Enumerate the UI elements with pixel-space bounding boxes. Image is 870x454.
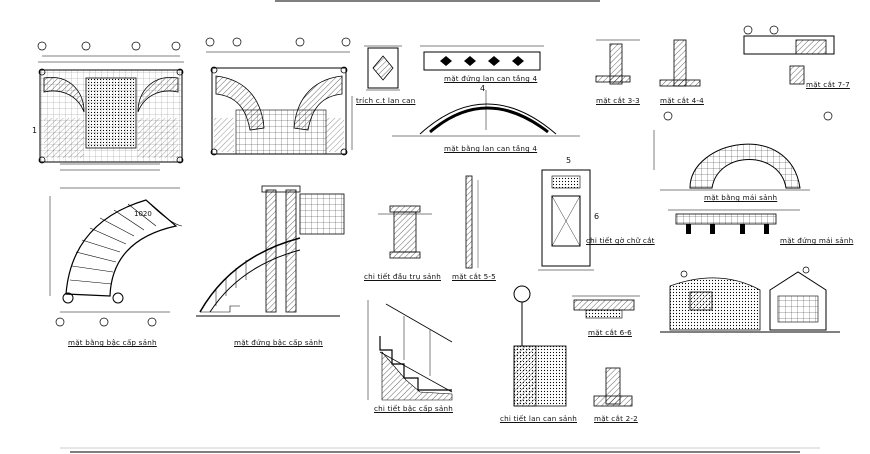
- section-cut-6-6: [572, 295, 640, 319]
- section-mark-4: 4: [480, 84, 486, 93]
- stair-plan: [49, 187, 183, 327]
- building-elevation: [660, 266, 840, 333]
- glass-frame-detail: [538, 169, 594, 271]
- railing-front-elevation: [420, 45, 544, 71]
- section-mark-6: 6: [594, 212, 600, 221]
- title-cut-5-5: mặt cắt 5-5: [452, 272, 496, 281]
- lobby-canopy-front: [668, 209, 800, 234]
- title-cut-6-6: mặt cắt 6-6: [588, 328, 632, 337]
- lobby-plan-right: [205, 37, 353, 156]
- title-glass-detail: chi tiết gờ chữ cắt: [586, 236, 655, 245]
- section-cut-5-5: [465, 175, 479, 269]
- title-step-detail: chi tiết bậc cấp sảnh: [374, 404, 453, 413]
- section-cut-7-7: [743, 25, 835, 85]
- title-railing-detail: chi tiết lan can sảnh: [500, 414, 578, 423]
- title-cut-4-4: mặt cắt 4-4: [660, 96, 704, 105]
- railing-detail: [364, 45, 402, 91]
- column-head-detail: [378, 205, 432, 259]
- lobby-railing-detail: [513, 285, 567, 407]
- title-stair-front: mặt đứng bậc cấp sảnh: [234, 338, 323, 347]
- lobby-plan-left: [37, 41, 184, 171]
- title-lan-can-detail: trích c.t lan can: [356, 96, 416, 105]
- stair-dimension: 1020: [134, 210, 152, 218]
- title-mai-sanh-plan: mặt bằng mái sảnh: [704, 193, 778, 202]
- title-lan-can-plan: mặt bằng lan can tầng 4: [444, 144, 538, 153]
- step-detail: [367, 300, 453, 401]
- section-mark-1: 1: [32, 126, 38, 135]
- stair-front-elevation: [196, 185, 345, 317]
- section-cut-4-4: [659, 39, 701, 87]
- title-column-detail: chi tiết đầu trụ sảnh: [364, 272, 442, 281]
- title-lan-can-front: mặt đứng lan can tầng 4: [444, 74, 538, 83]
- title-mai-sanh-front: mặt đứng mái sảnh: [780, 236, 854, 245]
- section-cut-2-2: [593, 367, 633, 407]
- railing-plan-arc: [392, 90, 580, 137]
- lobby-canopy-plan: [653, 111, 833, 191]
- section-cut-3-3: [595, 39, 640, 85]
- title-cut-7-7: mặt cắt 7-7: [806, 80, 850, 89]
- title-cut-3-3: mặt cắt 3-3: [596, 96, 640, 105]
- title-cut-2-2: mặt cắt 2-2: [594, 414, 638, 423]
- section-mark-5: 5: [566, 156, 572, 165]
- title-stair-plan: mặt bằng bậc cấp sảnh: [68, 338, 157, 347]
